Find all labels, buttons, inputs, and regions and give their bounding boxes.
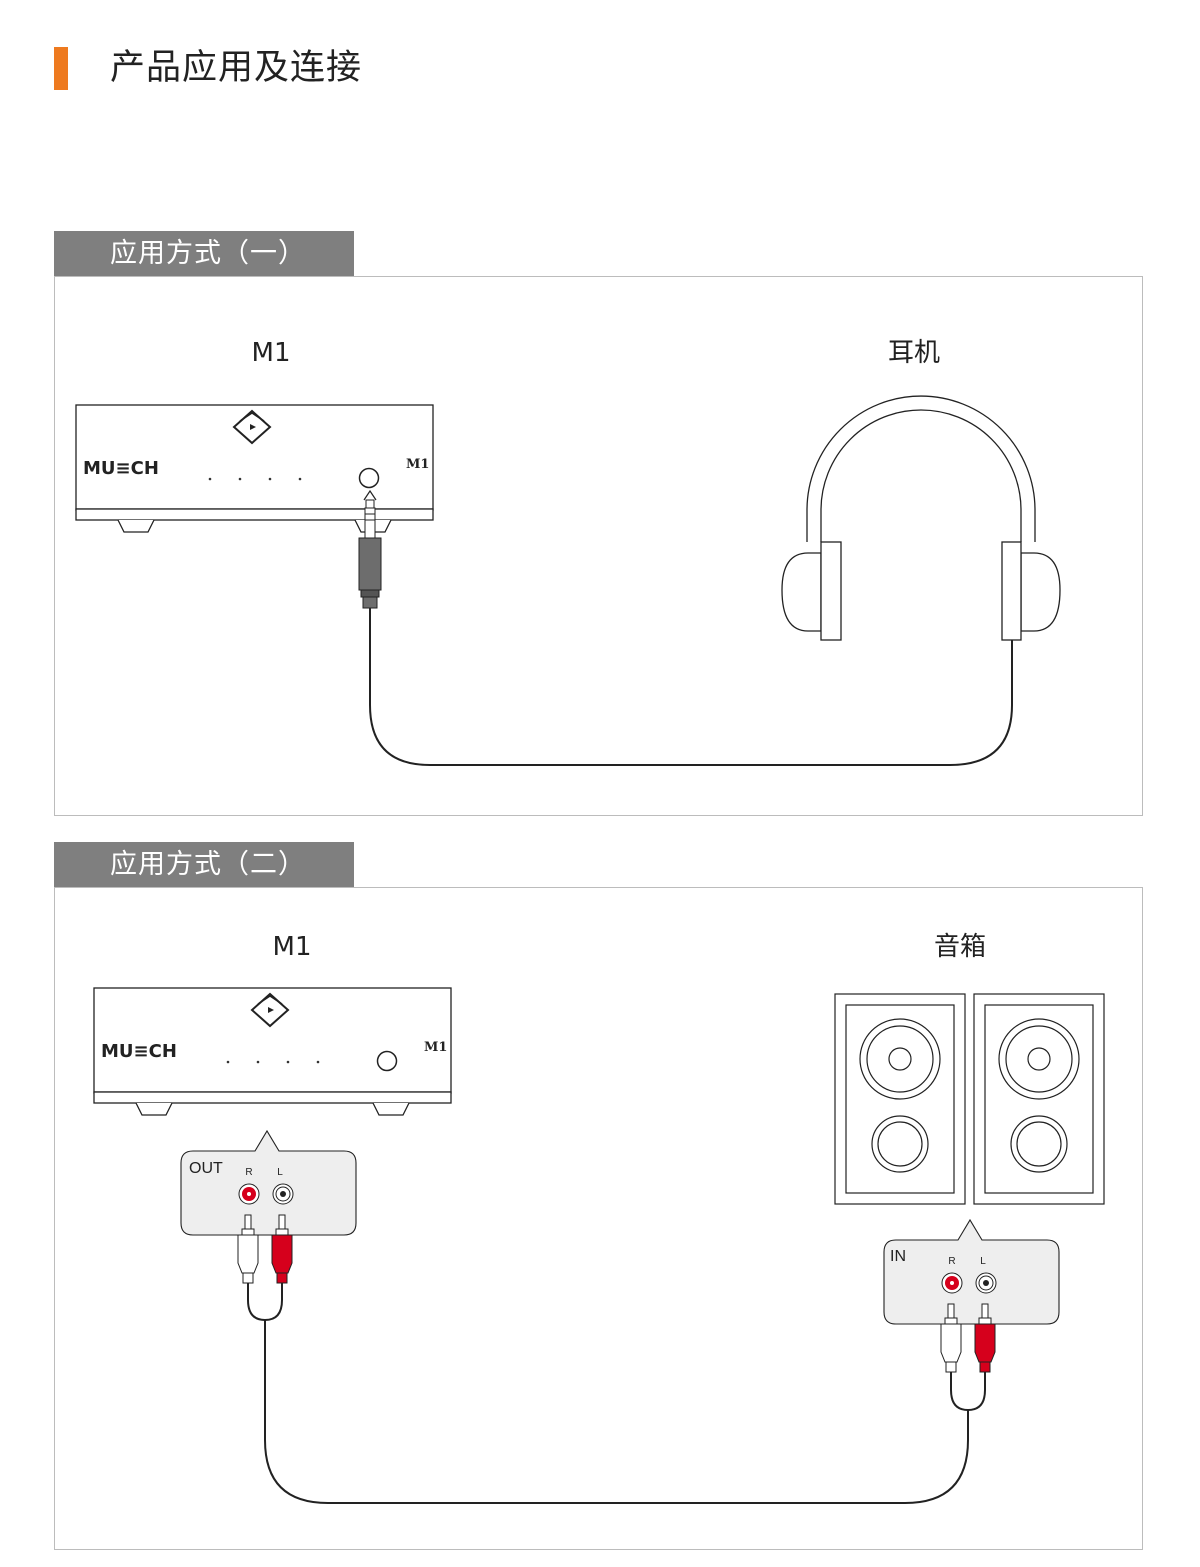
in-label: IN	[890, 1248, 906, 1265]
section-1-headphones-label: 耳机	[887, 338, 941, 368]
page-title: 产品应用及连接	[110, 48, 363, 88]
in-r-label: R	[948, 1256, 955, 1267]
headphone-jack-plug	[358, 489, 382, 609]
section-1-frame	[54, 276, 1143, 816]
section-2-speakers-label: 音箱	[933, 932, 987, 962]
rca-cable	[264, 1320, 969, 1504]
speaker-right	[973, 993, 1105, 1205]
out-label: OUT	[189, 1160, 223, 1177]
rca-out-panel: OUT R L	[180, 1130, 357, 1236]
rca-plug-white-in	[940, 1303, 962, 1373]
section-1-device-label: M1	[251, 338, 291, 368]
m1-brand-logo: MU≡CH	[101, 1041, 177, 1062]
title-accent-bar	[54, 47, 68, 90]
rca-plug-white-out	[237, 1214, 259, 1284]
in-l-label: L	[980, 1256, 986, 1267]
section-2-tab: 应用方式（二）	[54, 842, 354, 887]
m1-model-label: M1	[424, 1040, 447, 1055]
headphone-cable	[369, 608, 1013, 766]
section-2-frame	[54, 887, 1143, 1550]
m1-brand-logo: MU≡CH	[83, 458, 159, 479]
rca-plug-red-out	[271, 1214, 293, 1284]
section-1-m1-device: MU≡CH M1	[75, 404, 434, 533]
section-1-tab: 应用方式（一）	[54, 231, 354, 276]
out-l-label: L	[277, 1167, 283, 1178]
section-2-m1-device: MU≡CH M1	[93, 987, 452, 1116]
speaker-left	[834, 993, 966, 1205]
section-2-device-label: M1	[272, 932, 312, 962]
m1-model-label: M1	[406, 457, 429, 472]
rca-in-panel: IN R L	[883, 1219, 1060, 1325]
rca-cable-in-split	[950, 1372, 986, 1412]
headphones	[781, 395, 1061, 641]
out-r-label: R	[245, 1167, 252, 1178]
rca-cable-out-split	[247, 1283, 283, 1322]
